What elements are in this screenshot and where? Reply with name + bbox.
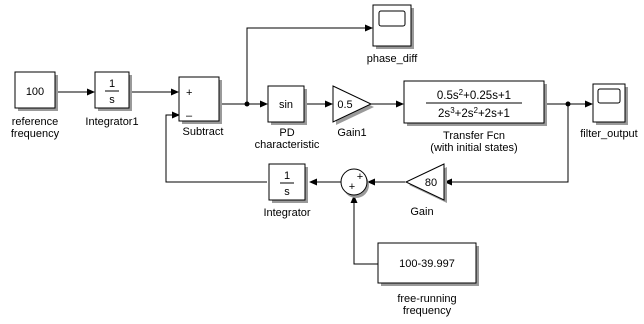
gain1-value: 0.5 xyxy=(337,99,352,111)
subtract-block[interactable]: + – xyxy=(178,76,222,124)
free-running-label-line1: free-running xyxy=(397,293,456,305)
filter-output-scope-block[interactable] xyxy=(592,83,628,125)
filter-output-label: filter_output xyxy=(580,128,637,140)
pd-label-line1: PD xyxy=(279,127,294,139)
free-running-frequency-value: 100-39.997 xyxy=(399,258,455,270)
gain-label: Gain xyxy=(410,206,433,218)
transfer-fcn-label-line2: (with initial states) xyxy=(430,142,517,154)
integrator1-label: Integrator1 xyxy=(85,116,138,128)
integrator-label: Integrator xyxy=(263,207,310,219)
transfer-fcn-block[interactable]: 0.5s2+0.25s+1 2s3+2s2+2s+1 xyxy=(403,80,547,126)
reference-frequency-label-line2: frequency xyxy=(11,128,60,140)
integrator-numerator: 1 xyxy=(284,170,290,182)
gain-block[interactable]: 80 xyxy=(404,163,447,203)
reference-frequency-label-line1: reference xyxy=(12,116,58,128)
transfer-fcn-numerator: 0.5s2+0.25s+1 xyxy=(437,88,511,103)
pd-function-text: sin xyxy=(279,99,293,111)
pd-characteristic-block[interactable]: sin xyxy=(267,85,307,125)
sum-block[interactable]: + + xyxy=(340,168,369,198)
gain-value: 80 xyxy=(425,177,437,189)
sum-plus-left: + xyxy=(349,181,355,193)
gain1-block[interactable]: 0.5 xyxy=(332,85,374,125)
transfer-fcn-label-line1: Transfer Fcn xyxy=(443,130,505,142)
reference-frequency-value: 100 xyxy=(26,86,44,98)
integrator-block[interactable]: 1 s xyxy=(268,163,308,203)
pd-label-line2: characteristic xyxy=(255,139,320,151)
reference-frequency-block[interactable]: 100 xyxy=(14,71,58,111)
transfer-fcn-denominator: 2s3+2s2+2s+1 xyxy=(438,106,510,121)
integrator1-denominator: s xyxy=(109,94,115,106)
gain1-label: Gain1 xyxy=(337,127,366,139)
phase-diff-scope-block[interactable] xyxy=(372,4,414,49)
subtract-minus-sign: – xyxy=(186,110,193,122)
phase-diff-label: phase_diff xyxy=(367,53,419,65)
free-running-label-line2: frequency xyxy=(403,305,452,317)
integrator1-numerator: 1 xyxy=(109,78,115,90)
signal-lines xyxy=(56,24,593,265)
subtract-label: Subtract xyxy=(183,126,224,138)
subtract-plus-sign: + xyxy=(186,87,192,99)
sum-plus-top: + xyxy=(357,171,363,183)
integrator-denominator: s xyxy=(284,186,290,198)
free-running-frequency-block[interactable]: 100-39.997 xyxy=(377,242,479,286)
integrator1-block[interactable]: 1 s xyxy=(94,71,132,111)
